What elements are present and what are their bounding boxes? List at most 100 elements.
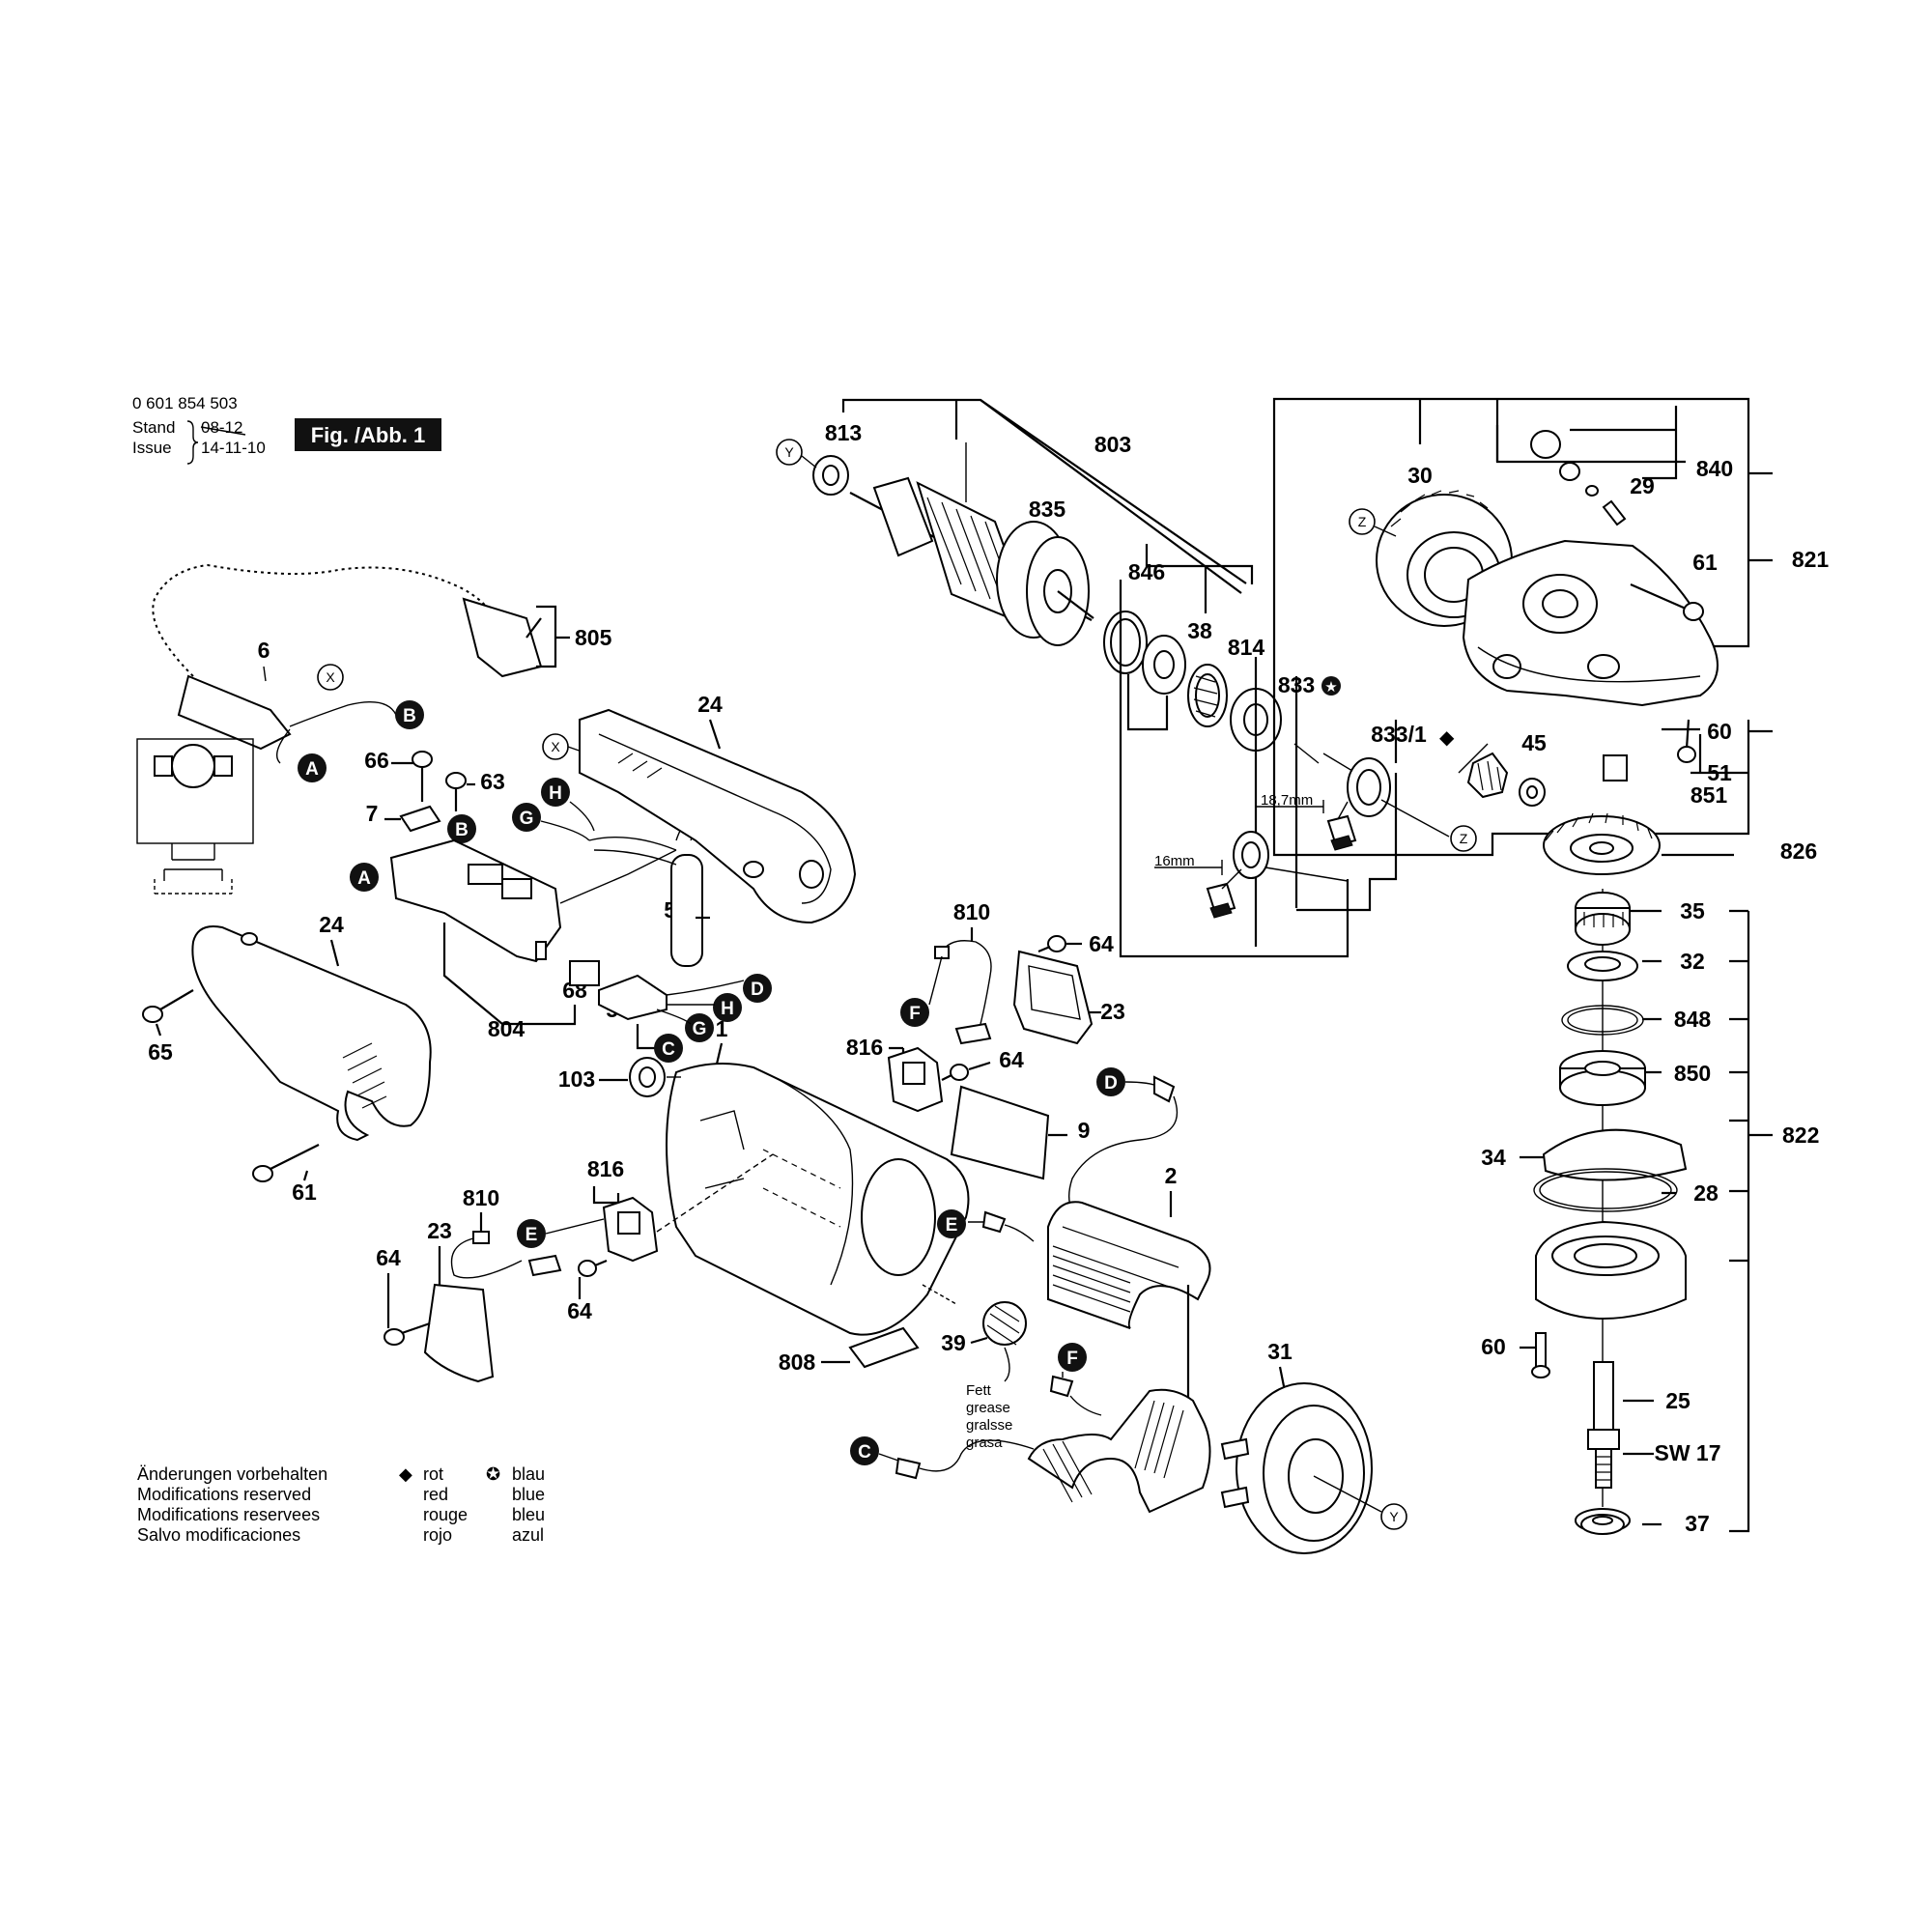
marker-c-switch: C: [654, 1034, 683, 1063]
figure-label-box: [295, 418, 441, 451]
part-7-label: 7: [366, 801, 379, 826]
svg-text:A: A: [357, 868, 371, 889]
part-51-sleeve: [1603, 754, 1628, 781]
part-810-label-lower: 810: [463, 1185, 499, 1210]
legend-red-fr: rouge: [423, 1505, 468, 1524]
part-45-nut-and-pinion: [1466, 752, 1546, 807]
part-38-label: 38: [1187, 618, 1212, 643]
marker-a-switch: A: [350, 863, 379, 892]
part-833-1-ring: [1347, 757, 1391, 817]
part-103-label: 103: [558, 1066, 595, 1092]
part-24-handle-lower: [191, 925, 432, 1142]
legend-blue-es: azul: [512, 1525, 544, 1545]
handle-lower-group: 24 65 61: [142, 912, 432, 1205]
svg-text:C: C: [858, 1442, 871, 1463]
part-821-gear-housing: [1462, 539, 1719, 707]
svg-text:★: ★: [1324, 679, 1337, 696]
part-64-screw-mid: [941, 1064, 969, 1081]
part-1-motor-housing: [666, 1063, 970, 1336]
spindle-flange-housing: [1535, 1220, 1687, 1321]
part-840-label: 840: [1696, 456, 1733, 481]
part-54-capacitor: [670, 822, 716, 967]
part-39-label: 39: [941, 1330, 966, 1355]
marker-e-lower: E: [517, 1219, 546, 1248]
red-diamond-icon: ◆: [1439, 727, 1455, 749]
figure-label: Fig. /Abb. 1: [311, 423, 426, 447]
part-826-label: 826: [1780, 838, 1817, 864]
brace-icon: [186, 420, 199, 465]
marker-b-switch: B: [447, 814, 476, 843]
part-28-label: 28: [1693, 1180, 1719, 1206]
part-2-label: 2: [1165, 1163, 1178, 1188]
part-63-label: 63: [480, 769, 505, 794]
part-1-label: 1: [716, 1016, 728, 1041]
part-32-seal: [1567, 951, 1638, 981]
part-808-label: 808: [779, 1350, 816, 1375]
part-814-needle-bearing: [1187, 664, 1228, 727]
part-37-flange-nut: [1575, 1508, 1631, 1535]
part-23-label-lower: 23: [427, 1218, 452, 1243]
svg-text:Z: Z: [1358, 514, 1367, 529]
svg-text:H: H: [549, 783, 562, 804]
doc-number: 0 601 854 503: [132, 394, 238, 412]
part-65-screw: [142, 989, 194, 1023]
legend-red-es: rojo: [423, 1525, 452, 1545]
part-23-brush-cover-lower: [423, 1283, 495, 1383]
part-68-suppressor: [569, 960, 600, 986]
part-34-gasket: [1542, 1128, 1688, 1181]
part-25-label: 25: [1665, 1388, 1690, 1413]
part-846-label: 846: [1128, 559, 1165, 584]
issue-label: Issue: [132, 439, 172, 457]
part-64-screw-upper: [1037, 935, 1066, 953]
part-7-clamp: [399, 805, 441, 833]
handle-upper-group: 24 X: [542, 692, 857, 924]
part-9-label: 9: [1078, 1118, 1091, 1143]
part-29-label: 29: [1630, 473, 1655, 498]
part-38-spacer: [1142, 635, 1186, 695]
legend-mod-en: Modifications reserved: [137, 1485, 311, 1504]
part-850-label: 850: [1674, 1061, 1711, 1086]
svg-text:grease: grease: [966, 1400, 1010, 1416]
brush-holder-lower-group: 816 810 E 23 64 64: [376, 1153, 774, 1383]
issue-date: 14-11-10: [201, 439, 266, 457]
header-block: 0 601 854 503 Stand Issue 08-12 14-11-10…: [132, 394, 441, 465]
ref-y-bottom: Y: [1380, 1503, 1407, 1530]
part-814-label: 814: [1228, 635, 1265, 660]
svg-text:E: E: [946, 1215, 958, 1236]
svg-text:grasa: grasa: [966, 1435, 1003, 1451]
part-848-circlip: [1561, 1005, 1644, 1036]
part-32-label: 32: [1680, 949, 1705, 974]
part-835-label: 835: [1029, 497, 1066, 522]
spindle-stack-group: 822 35 32 848 850 34 28 60 25 SW 17 37: [1481, 889, 1819, 1536]
part-24-label-lower: 24: [319, 912, 344, 937]
part-833-lower-block: [1206, 882, 1236, 919]
part-53-electronics-module: [598, 974, 668, 1021]
part-2-field-winding-upper: [1047, 1201, 1211, 1329]
marker-c-field: C: [850, 1436, 879, 1465]
part-833-1-lower-ring: [1233, 831, 1269, 879]
part-840-lock-button: [1530, 430, 1627, 526]
part-805-label: 805: [575, 625, 612, 650]
blue-star-icon: [1321, 676, 1341, 696]
part-61-label-handle: 61: [292, 1179, 317, 1205]
part-35-needle-bearing: [1575, 892, 1631, 946]
marker-d-field: D: [1096, 1067, 1125, 1096]
part-60-screw-top: [1677, 719, 1696, 763]
red-diamond-legend-icon: ◆: [399, 1464, 412, 1484]
grease-note: Fett grease gralsse grasa: [966, 1382, 1012, 1451]
marker-h-upper: H: [541, 778, 570, 807]
part-60-label-bottom: 60: [1481, 1334, 1506, 1359]
part-64-label-upper: 64: [1089, 931, 1114, 956]
part-45-label: 45: [1521, 730, 1547, 755]
part-816-label-lower: 816: [587, 1156, 624, 1181]
part-804-label: 804: [488, 1016, 526, 1041]
part-803-label: 803: [1094, 432, 1131, 457]
legend-mod-de: Änderungen vorbehalten: [137, 1464, 327, 1484]
legend-red-de: rot: [423, 1464, 443, 1484]
svg-text:B: B: [455, 820, 469, 840]
ref-x-cable: X: [317, 664, 344, 691]
part-9-insulation-plate: [950, 1085, 1050, 1180]
svg-text:Z: Z: [1460, 831, 1468, 846]
field-coil-group: D 2 E F C: [850, 1067, 1211, 1514]
